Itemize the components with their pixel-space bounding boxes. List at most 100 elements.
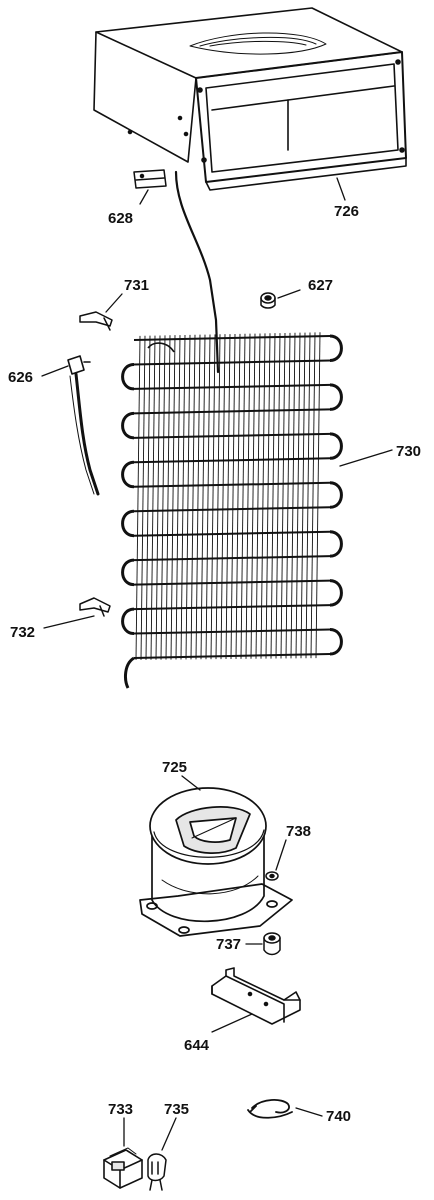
leader-732: [43, 615, 95, 629]
part-732-clip: [79, 597, 111, 617]
coil-wire: [230, 333, 236, 659]
label-735: 735: [164, 1101, 189, 1118]
leader-627: [277, 289, 301, 299]
coil-tube-pass: [133, 408, 331, 415]
part-738-grommet: [265, 871, 279, 881]
leader-735: [161, 1117, 177, 1151]
label-740: 740: [326, 1108, 351, 1125]
coil-wire: [295, 332, 301, 659]
coil-wire: [215, 334, 221, 660]
part-731-clip: [79, 311, 113, 331]
coil-wire: [250, 333, 256, 659]
refrigerant-tube: [174, 170, 220, 374]
leader-738: [275, 839, 287, 871]
coil-wire: [240, 333, 246, 659]
coil-wire: [270, 333, 276, 659]
coil-outlet-tube: [124, 656, 135, 689]
coil-wire: [210, 334, 216, 660]
part-644-bracket: [211, 967, 301, 1025]
coil-tube-pass: [133, 530, 331, 537]
coil-return-bend: [329, 579, 343, 607]
coil-wire: [235, 333, 241, 659]
coil-wire: [275, 333, 281, 659]
label-626: 626: [8, 369, 33, 386]
label-732: 732: [10, 624, 35, 641]
coil-wire: [190, 334, 196, 660]
coil-tube-pass: [133, 481, 331, 488]
part-628-bracket: [133, 169, 167, 189]
coil-return-bend: [329, 432, 343, 460]
coil-tube-pass: [133, 653, 331, 659]
coil-return-bend: [121, 460, 135, 489]
coil-wire: [285, 332, 291, 659]
coil-wire: [205, 334, 211, 660]
coil-wire: [310, 332, 316, 659]
coil-wire: [260, 333, 266, 659]
leader-626: [41, 365, 69, 377]
coil-return-bend: [329, 334, 343, 362]
coil-tube-pass: [133, 432, 331, 439]
leader-740: [295, 1107, 323, 1117]
coil-return-bend: [329, 383, 343, 411]
label-738: 738: [286, 823, 311, 840]
coil-return-bend: [329, 481, 343, 509]
coil-wire: [175, 335, 181, 660]
coil-return-bend: [121, 411, 135, 440]
label-737: 737: [216, 936, 241, 953]
leader-726: [336, 177, 346, 201]
leader-725: [181, 775, 201, 791]
part-740-spring-clip: [247, 1099, 293, 1119]
coil-wire: [140, 335, 146, 660]
coil-tube-pass: [133, 359, 331, 366]
leader-644: [211, 1013, 253, 1033]
coil-wire: [160, 335, 166, 660]
coil-return-bend: [329, 628, 343, 656]
label-726: 726: [334, 203, 359, 220]
coil-wire: [145, 335, 151, 660]
coil-tube-pass: [133, 335, 331, 341]
part-737-mount-grommet: [263, 932, 281, 956]
coil-wire: [255, 333, 261, 659]
coil-tube-pass: [133, 555, 331, 562]
coil-return-bend: [121, 607, 135, 636]
coil-wire: [300, 332, 306, 659]
coil-wire: [280, 332, 286, 659]
leader-731: [105, 293, 123, 313]
coil-return-bend: [121, 509, 135, 538]
label-730: 730: [396, 443, 421, 460]
coil-wire: [220, 334, 226, 660]
coil-tube-pass: [133, 628, 331, 635]
coil-tube-pass: [133, 604, 331, 611]
coil-wire: [315, 332, 321, 659]
coil-wire: [185, 334, 191, 660]
part-725-compressor: [139, 787, 293, 937]
coil-wire: [135, 335, 141, 660]
coil-wire: [165, 335, 171, 660]
coil-tube-pass: [133, 579, 331, 586]
label-628: 628: [108, 210, 133, 227]
coil-wire: [225, 334, 231, 660]
coil-tube-pass: [133, 457, 331, 464]
coil-wire: [290, 332, 296, 659]
coil-wire: [170, 335, 176, 660]
part-735-overload: [147, 1153, 167, 1191]
part-626-cord: [67, 355, 100, 496]
coil-wire: [200, 334, 206, 660]
coil-inlet-stub: [147, 342, 175, 353]
coil-wire: [265, 333, 271, 659]
coil-tube-pass: [133, 506, 331, 513]
coil-wire: [150, 335, 156, 660]
coil-return-bend: [121, 558, 135, 587]
coil-wire: [155, 335, 161, 660]
label-644: 644: [184, 1037, 210, 1054]
coil-wire: [245, 333, 251, 659]
coil-wire: [180, 334, 186, 660]
part-627-grommet: [260, 292, 276, 309]
coil-return-bend: [329, 530, 343, 558]
coil-tube-pass: [133, 383, 331, 390]
coil-wire: [305, 332, 311, 659]
part-733-relay: [103, 1147, 143, 1189]
part-730-condenser-coil: [121, 332, 343, 689]
